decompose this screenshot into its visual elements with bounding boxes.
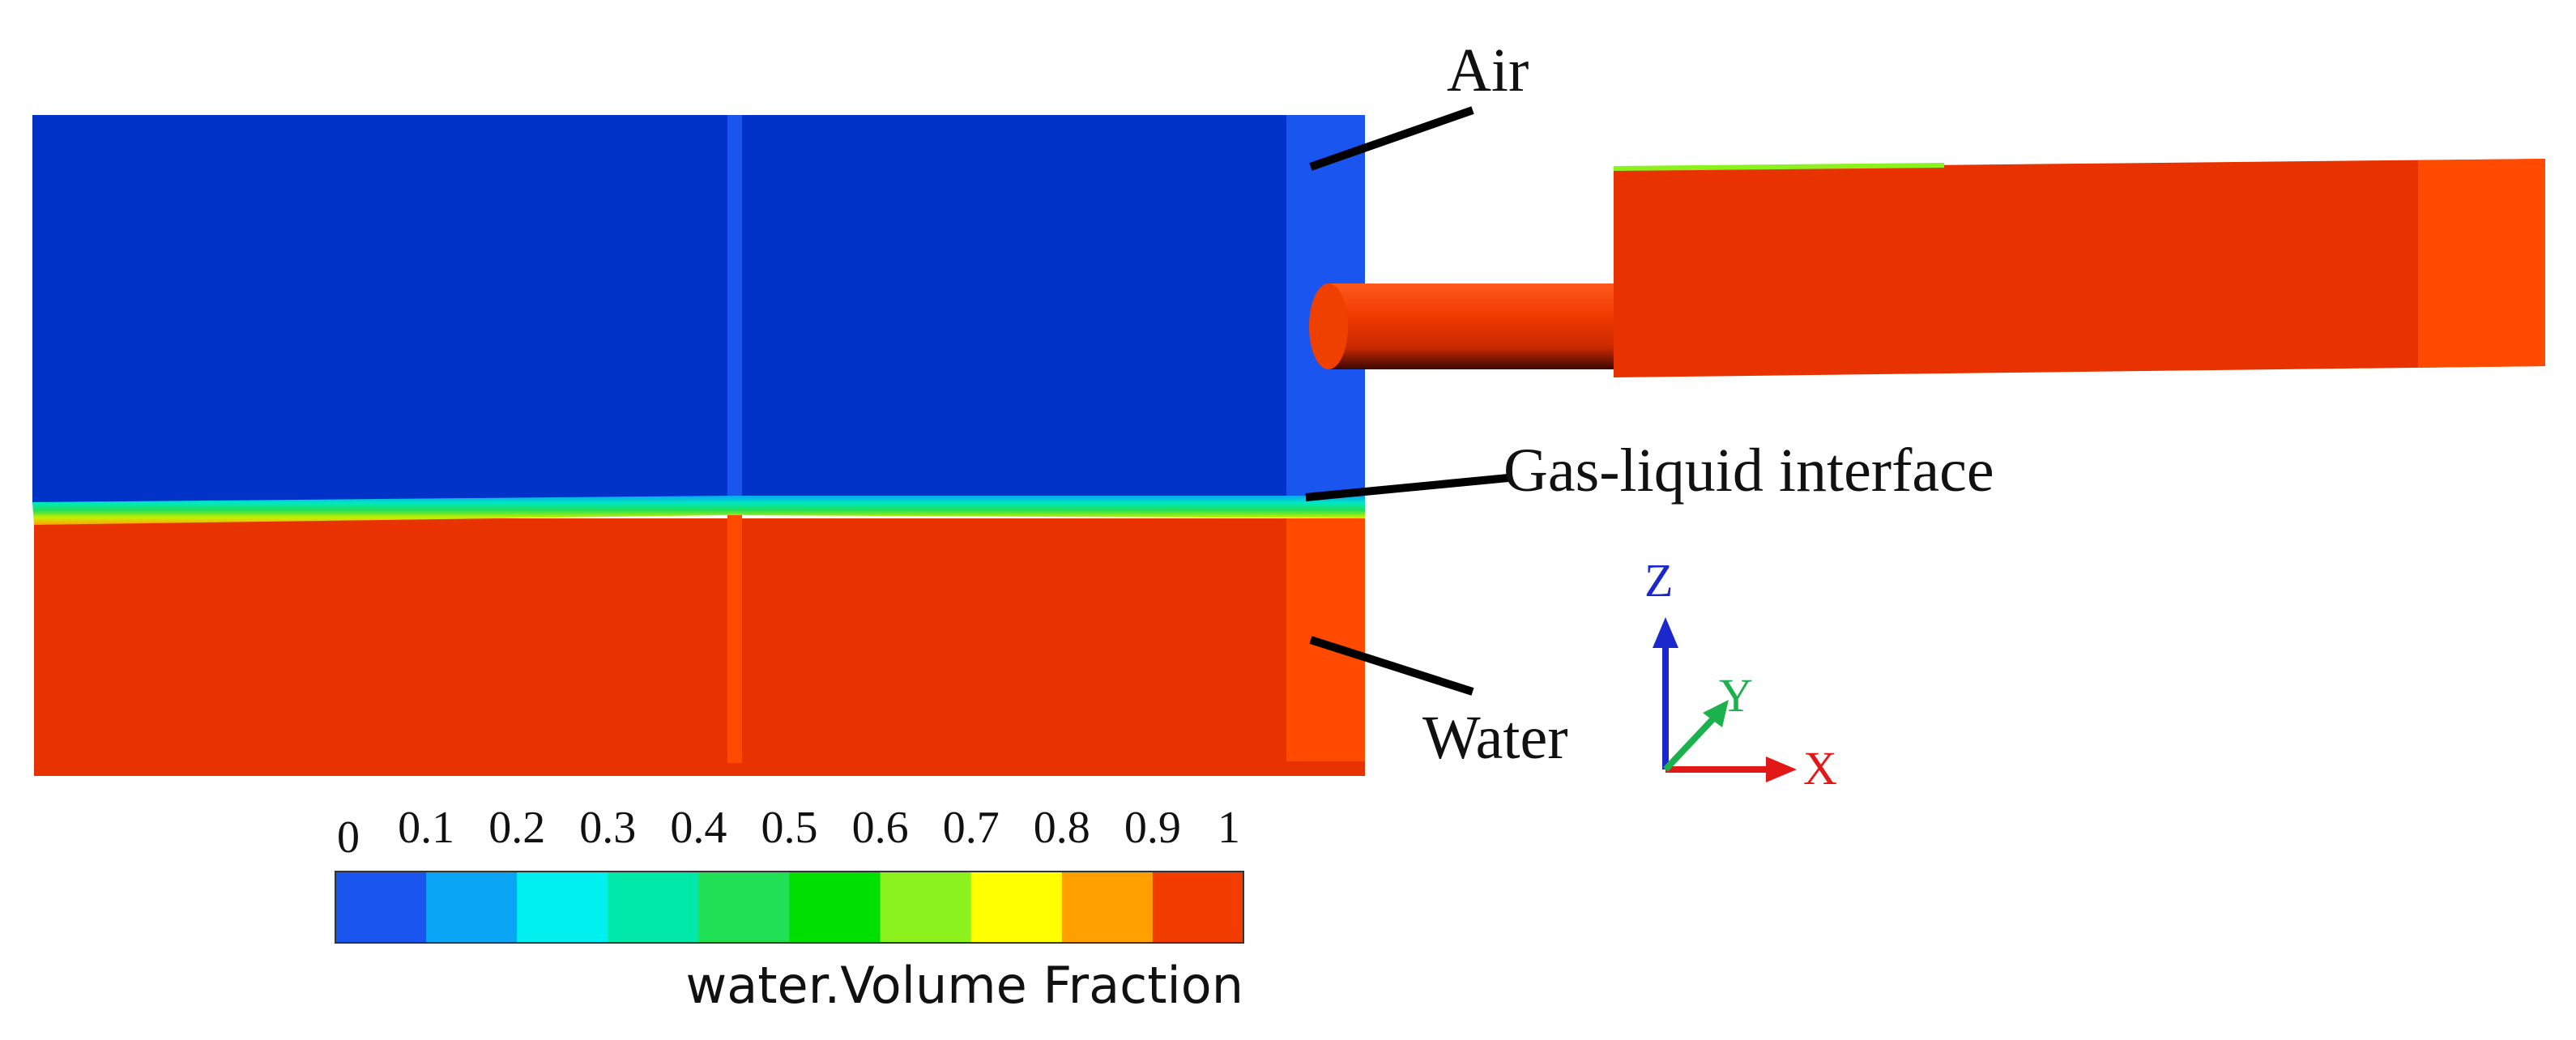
colorbar-tick-label: 0.8 bbox=[1034, 803, 1090, 853]
outlet-assembly bbox=[1309, 159, 2545, 377]
x-axis-label: X bbox=[1803, 742, 1837, 795]
y-axis-arrowhead bbox=[1703, 700, 1729, 727]
colorbar-tick-label: 0.6 bbox=[852, 803, 909, 853]
colorbar-tick-label: 1 bbox=[1218, 803, 1240, 853]
colorbar-cell bbox=[880, 872, 972, 943]
colorbar-ticks: 0 0.1 0.2 0.3 0.4 0.5 0.6 0.7 0.8 0.9 1 bbox=[337, 803, 1240, 863]
colorbar-frame bbox=[335, 871, 1244, 944]
interface-leader-line bbox=[1305, 474, 1509, 501]
colorbar-tick-label: 0.9 bbox=[1124, 803, 1181, 853]
interface-label: Gas-liquid interface bbox=[1503, 437, 1994, 505]
y-axis-label: Y bbox=[1719, 669, 1753, 722]
colorbar-cell bbox=[1152, 872, 1244, 943]
colorbar-tick-label: 0.7 bbox=[943, 803, 1000, 853]
colorbar-cell bbox=[970, 872, 1063, 943]
colorbar-tick-label: 0.4 bbox=[670, 803, 727, 853]
colorbar-cell bbox=[335, 872, 427, 943]
colorbar-cell bbox=[426, 872, 518, 943]
air-leader-line bbox=[1309, 106, 1474, 171]
z-axis-arrowhead bbox=[1653, 617, 1678, 648]
pipe bbox=[1329, 283, 1620, 369]
gas-liquid-interface-band bbox=[32, 496, 1365, 525]
pipe-end-cap bbox=[1309, 283, 1348, 369]
colorbar-tick-label: 0.3 bbox=[579, 803, 636, 853]
colorbar-tick-label: 0.2 bbox=[488, 803, 545, 853]
colorbar-cell bbox=[698, 872, 790, 943]
water-end-strip bbox=[1286, 518, 1365, 761]
x-axis-arrowhead bbox=[1766, 757, 1797, 782]
water-divider-strip bbox=[727, 515, 742, 763]
water-region bbox=[34, 518, 1365, 776]
colorbar: 0 0.1 0.2 0.3 0.4 0.5 0.6 0.7 0.8 0.9 1 water.Volu… bbox=[335, 803, 1244, 1015]
z-axis-label: Z bbox=[1644, 554, 1673, 607]
colorbar-cell bbox=[608, 872, 699, 943]
y-axis-line bbox=[1663, 714, 1718, 772]
air-region bbox=[32, 115, 1365, 504]
colorbar-title: water.Volume Fraction bbox=[686, 956, 1243, 1015]
colorbar-cell bbox=[1061, 872, 1154, 943]
water-label: Water bbox=[1422, 704, 1568, 772]
axis-triad: Z Y X bbox=[1644, 554, 1837, 795]
colorbar-tick-label: 0 bbox=[337, 812, 360, 863]
colorbar-cell bbox=[789, 872, 881, 943]
outlet-box-top-edge bbox=[1613, 163, 1945, 171]
water-leader-line bbox=[1309, 636, 1474, 696]
colorbar-cell bbox=[517, 872, 608, 943]
outlet-box bbox=[1614, 159, 2545, 377]
air-label: Air bbox=[1447, 36, 1529, 104]
air-divider-strip bbox=[727, 115, 742, 496]
outlet-box-end-face bbox=[2418, 159, 2545, 368]
tank-domain bbox=[32, 115, 1365, 776]
colorbar-cells bbox=[335, 871, 1244, 944]
colorbar-tick-label: 0.5 bbox=[761, 803, 818, 853]
colorbar-tick-label: 0.1 bbox=[398, 803, 454, 853]
